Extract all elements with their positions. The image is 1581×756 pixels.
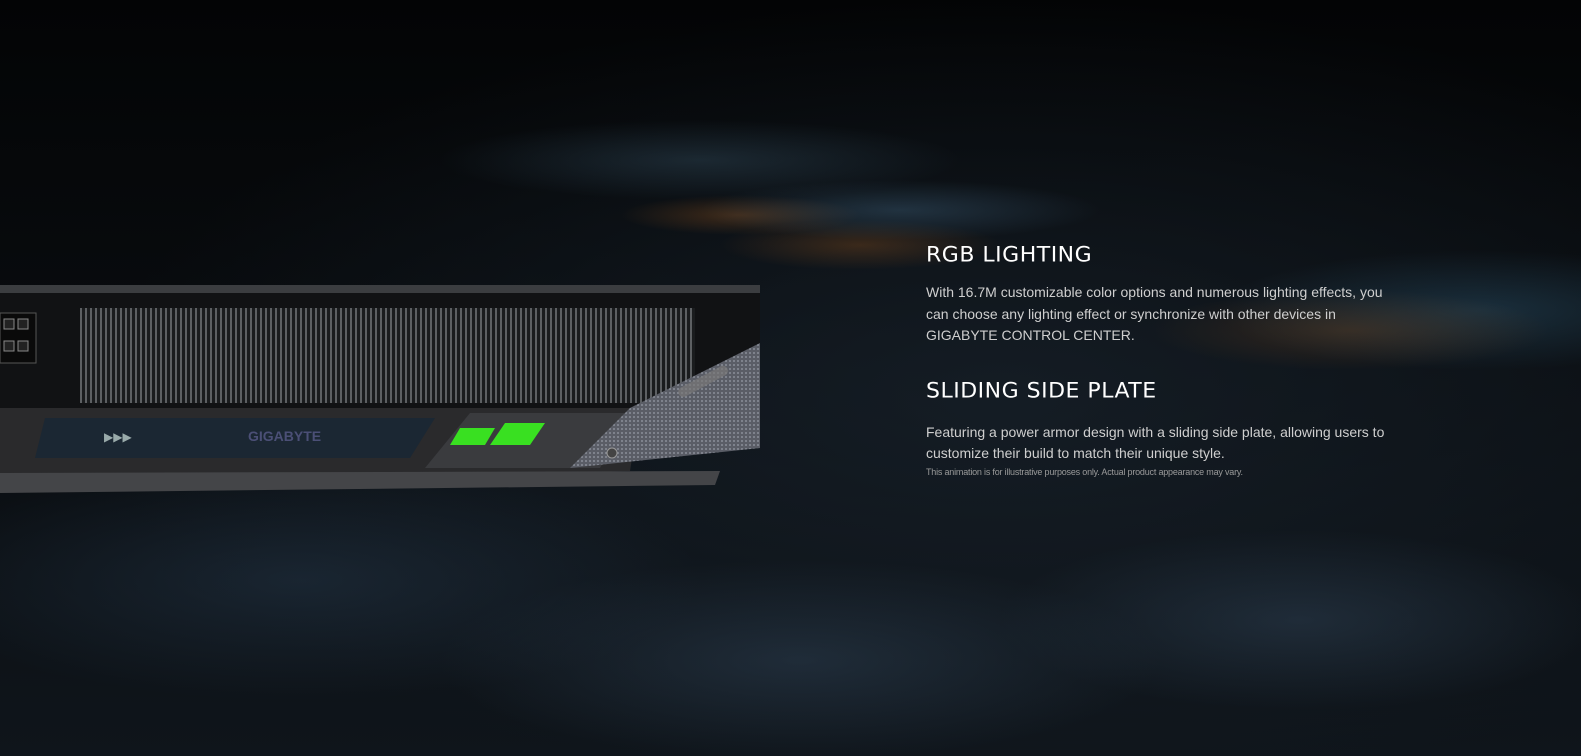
graphics-card-image: GIGABYTE ▶▶▶: [0, 285, 760, 493]
disclaimer-note: This animation is for illustrative purpo…: [926, 466, 1243, 477]
sliding-side-plate-heading: SLIDING SIDE PLATE: [926, 379, 1157, 403]
rgb-lighting-description: With 16.7M customizable color options an…: [926, 284, 1383, 343]
sliding-side-plate-description: Featuring a power armor design with a sl…: [926, 423, 1385, 462]
svg-text:▶▶▶: ▶▶▶: [104, 430, 132, 444]
feature-text-panel: RGB LIGHTING With 16.7M customizable col…: [926, 243, 1386, 477]
rgb-lighting-heading: RGB LIGHTING: [926, 243, 1093, 268]
svg-text:GIGABYTE: GIGABYTE: [248, 428, 321, 444]
